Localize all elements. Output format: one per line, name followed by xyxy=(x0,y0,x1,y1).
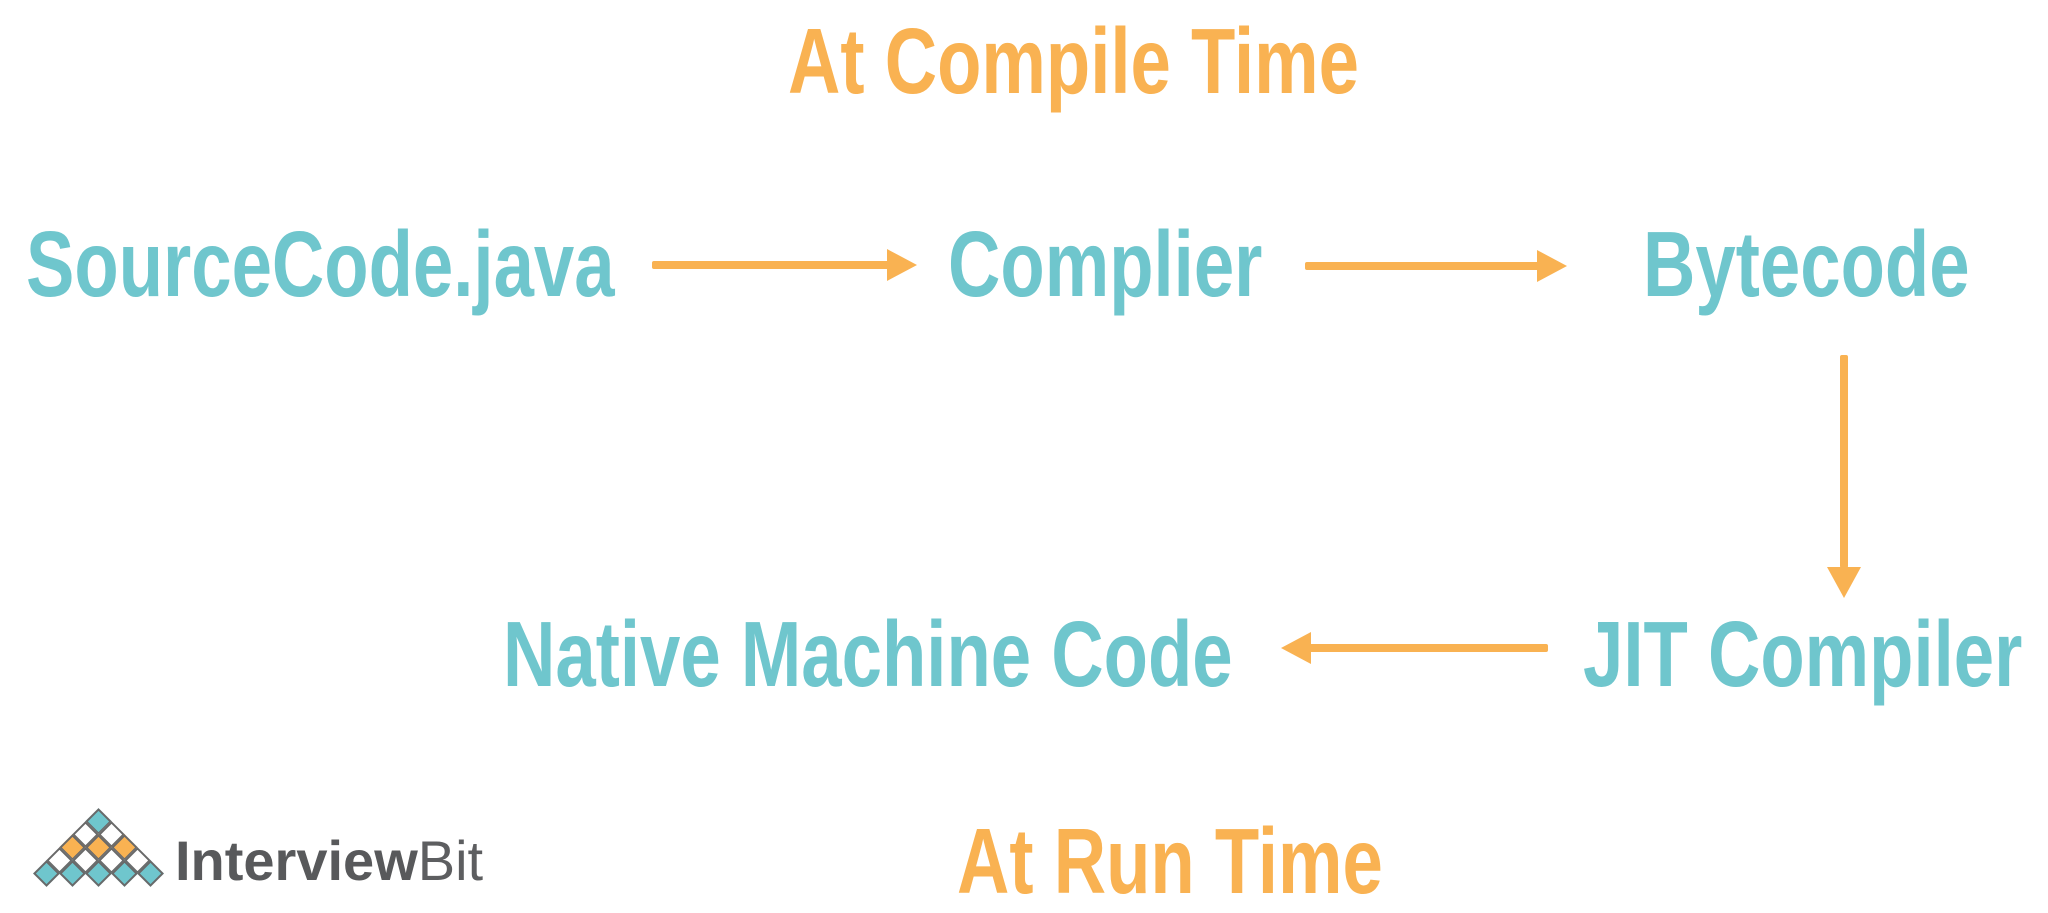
arrow-left-icon xyxy=(1281,632,1548,664)
arrow-right-icon xyxy=(1305,250,1567,282)
arrow-head xyxy=(1827,567,1861,598)
logo-diamond-white xyxy=(98,820,125,848)
arrow-head xyxy=(887,249,917,281)
node-native-machine-code: Native Machine Code xyxy=(503,602,1233,706)
compile-time-heading: At Compile Time xyxy=(788,9,1360,113)
logo-diamond-orange xyxy=(59,833,86,861)
logo-diamond-white xyxy=(124,846,151,874)
node-bytecode: Bytecode xyxy=(1643,212,1970,316)
logo-diamond-orange xyxy=(85,833,112,861)
logo-diamond-white xyxy=(98,846,125,874)
arrow-right-icon xyxy=(652,249,917,281)
logo-diamond-teal xyxy=(33,859,60,887)
logo-diamond-teal xyxy=(85,859,112,887)
logo-diamond-teal xyxy=(111,859,138,887)
arrow-shaft xyxy=(1305,262,1541,270)
arrow-shaft xyxy=(652,261,891,269)
logo-diamond-white xyxy=(46,846,73,874)
arrow-shaft xyxy=(1307,644,1548,652)
logo-diamond-teal xyxy=(85,807,112,835)
logo-diamond-white xyxy=(72,820,99,848)
logo-diamond-teal xyxy=(137,859,164,887)
run-time-heading: At Run Time xyxy=(957,809,1383,913)
logo-diamond-orange xyxy=(111,833,138,861)
node-jit-compiler: JIT Compiler xyxy=(1583,602,2023,706)
arrow-head xyxy=(1281,632,1311,664)
arrow-down-icon xyxy=(1827,355,1861,598)
logo-diamond-white xyxy=(72,846,99,874)
logo-text-interview: Interview xyxy=(175,829,418,892)
arrow-head xyxy=(1537,250,1567,282)
logo-text-bit: Bit xyxy=(417,829,484,892)
node-compiler: Complier xyxy=(948,212,1263,316)
interviewbit-logo: InterviewBit xyxy=(175,833,483,889)
arrow-shaft xyxy=(1840,355,1848,568)
node-sourcecode-java: SourceCode.java xyxy=(26,212,615,316)
logo-diamond-teal xyxy=(59,859,86,887)
